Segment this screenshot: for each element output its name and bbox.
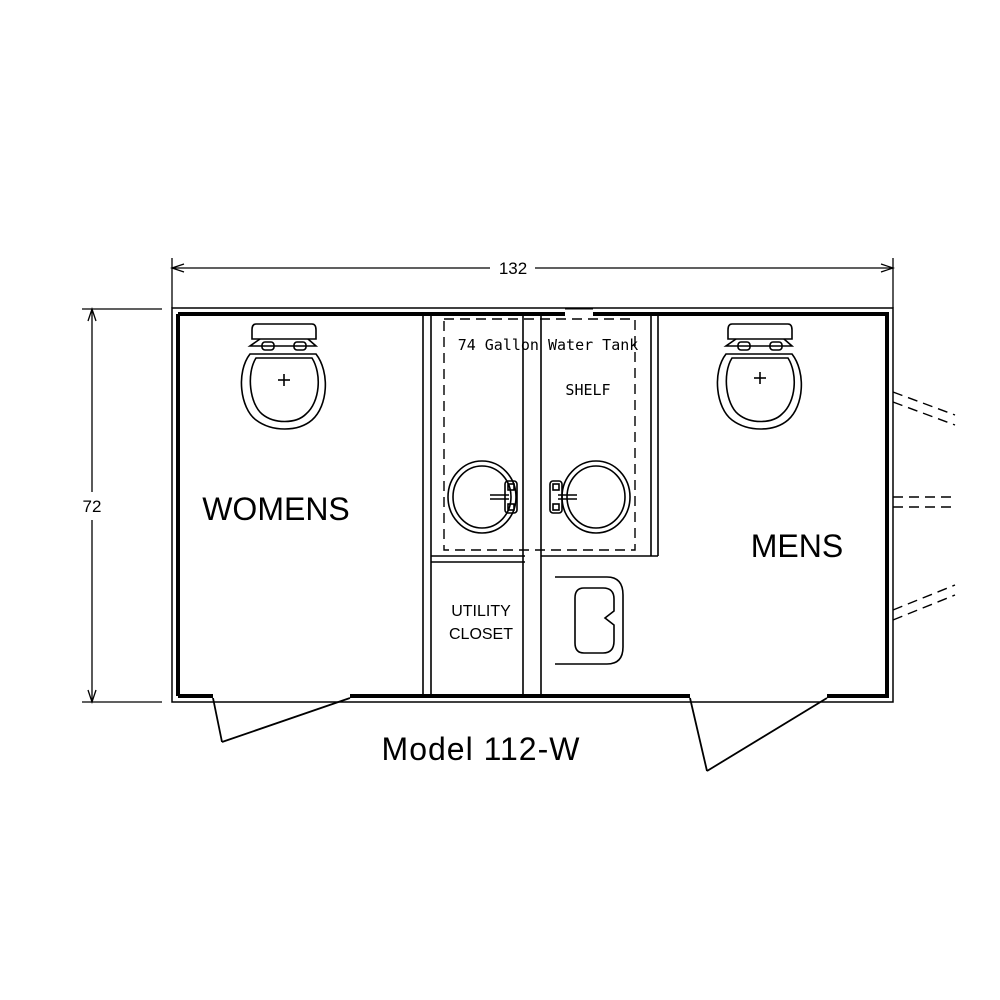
utility-closet-label-line1: UTILITY [451, 603, 511, 620]
mens-door [689, 697, 828, 772]
womens-door [212, 697, 351, 743]
trailer-hitch [892, 391, 956, 621]
model-caption: Model 112-W [382, 731, 581, 767]
outer-walls [171, 307, 894, 703]
womens-faucet [490, 480, 518, 514]
width-dimension [169, 258, 896, 308]
mens-toilet [716, 323, 803, 430]
mens-faucet [549, 480, 577, 514]
water-tank-label: 74 Gallon Water Tank [458, 336, 639, 354]
utility-closet-label-line2: CLOSET [449, 626, 513, 643]
height-dimension [82, 306, 162, 705]
urinal [555, 576, 624, 665]
height-dimension-label: 72 [83, 497, 102, 516]
womens-toilet [240, 323, 327, 430]
width-dimension-label: 132 [499, 259, 527, 278]
womens-room-label: WOMENS [202, 491, 350, 527]
mens-sink [561, 460, 631, 534]
mens-room-label: MENS [751, 528, 843, 564]
water-tank-outline [443, 318, 636, 551]
womens-sink [447, 460, 517, 534]
shelf-label: SHELF [565, 381, 610, 399]
interior-partitions [422, 314, 659, 696]
